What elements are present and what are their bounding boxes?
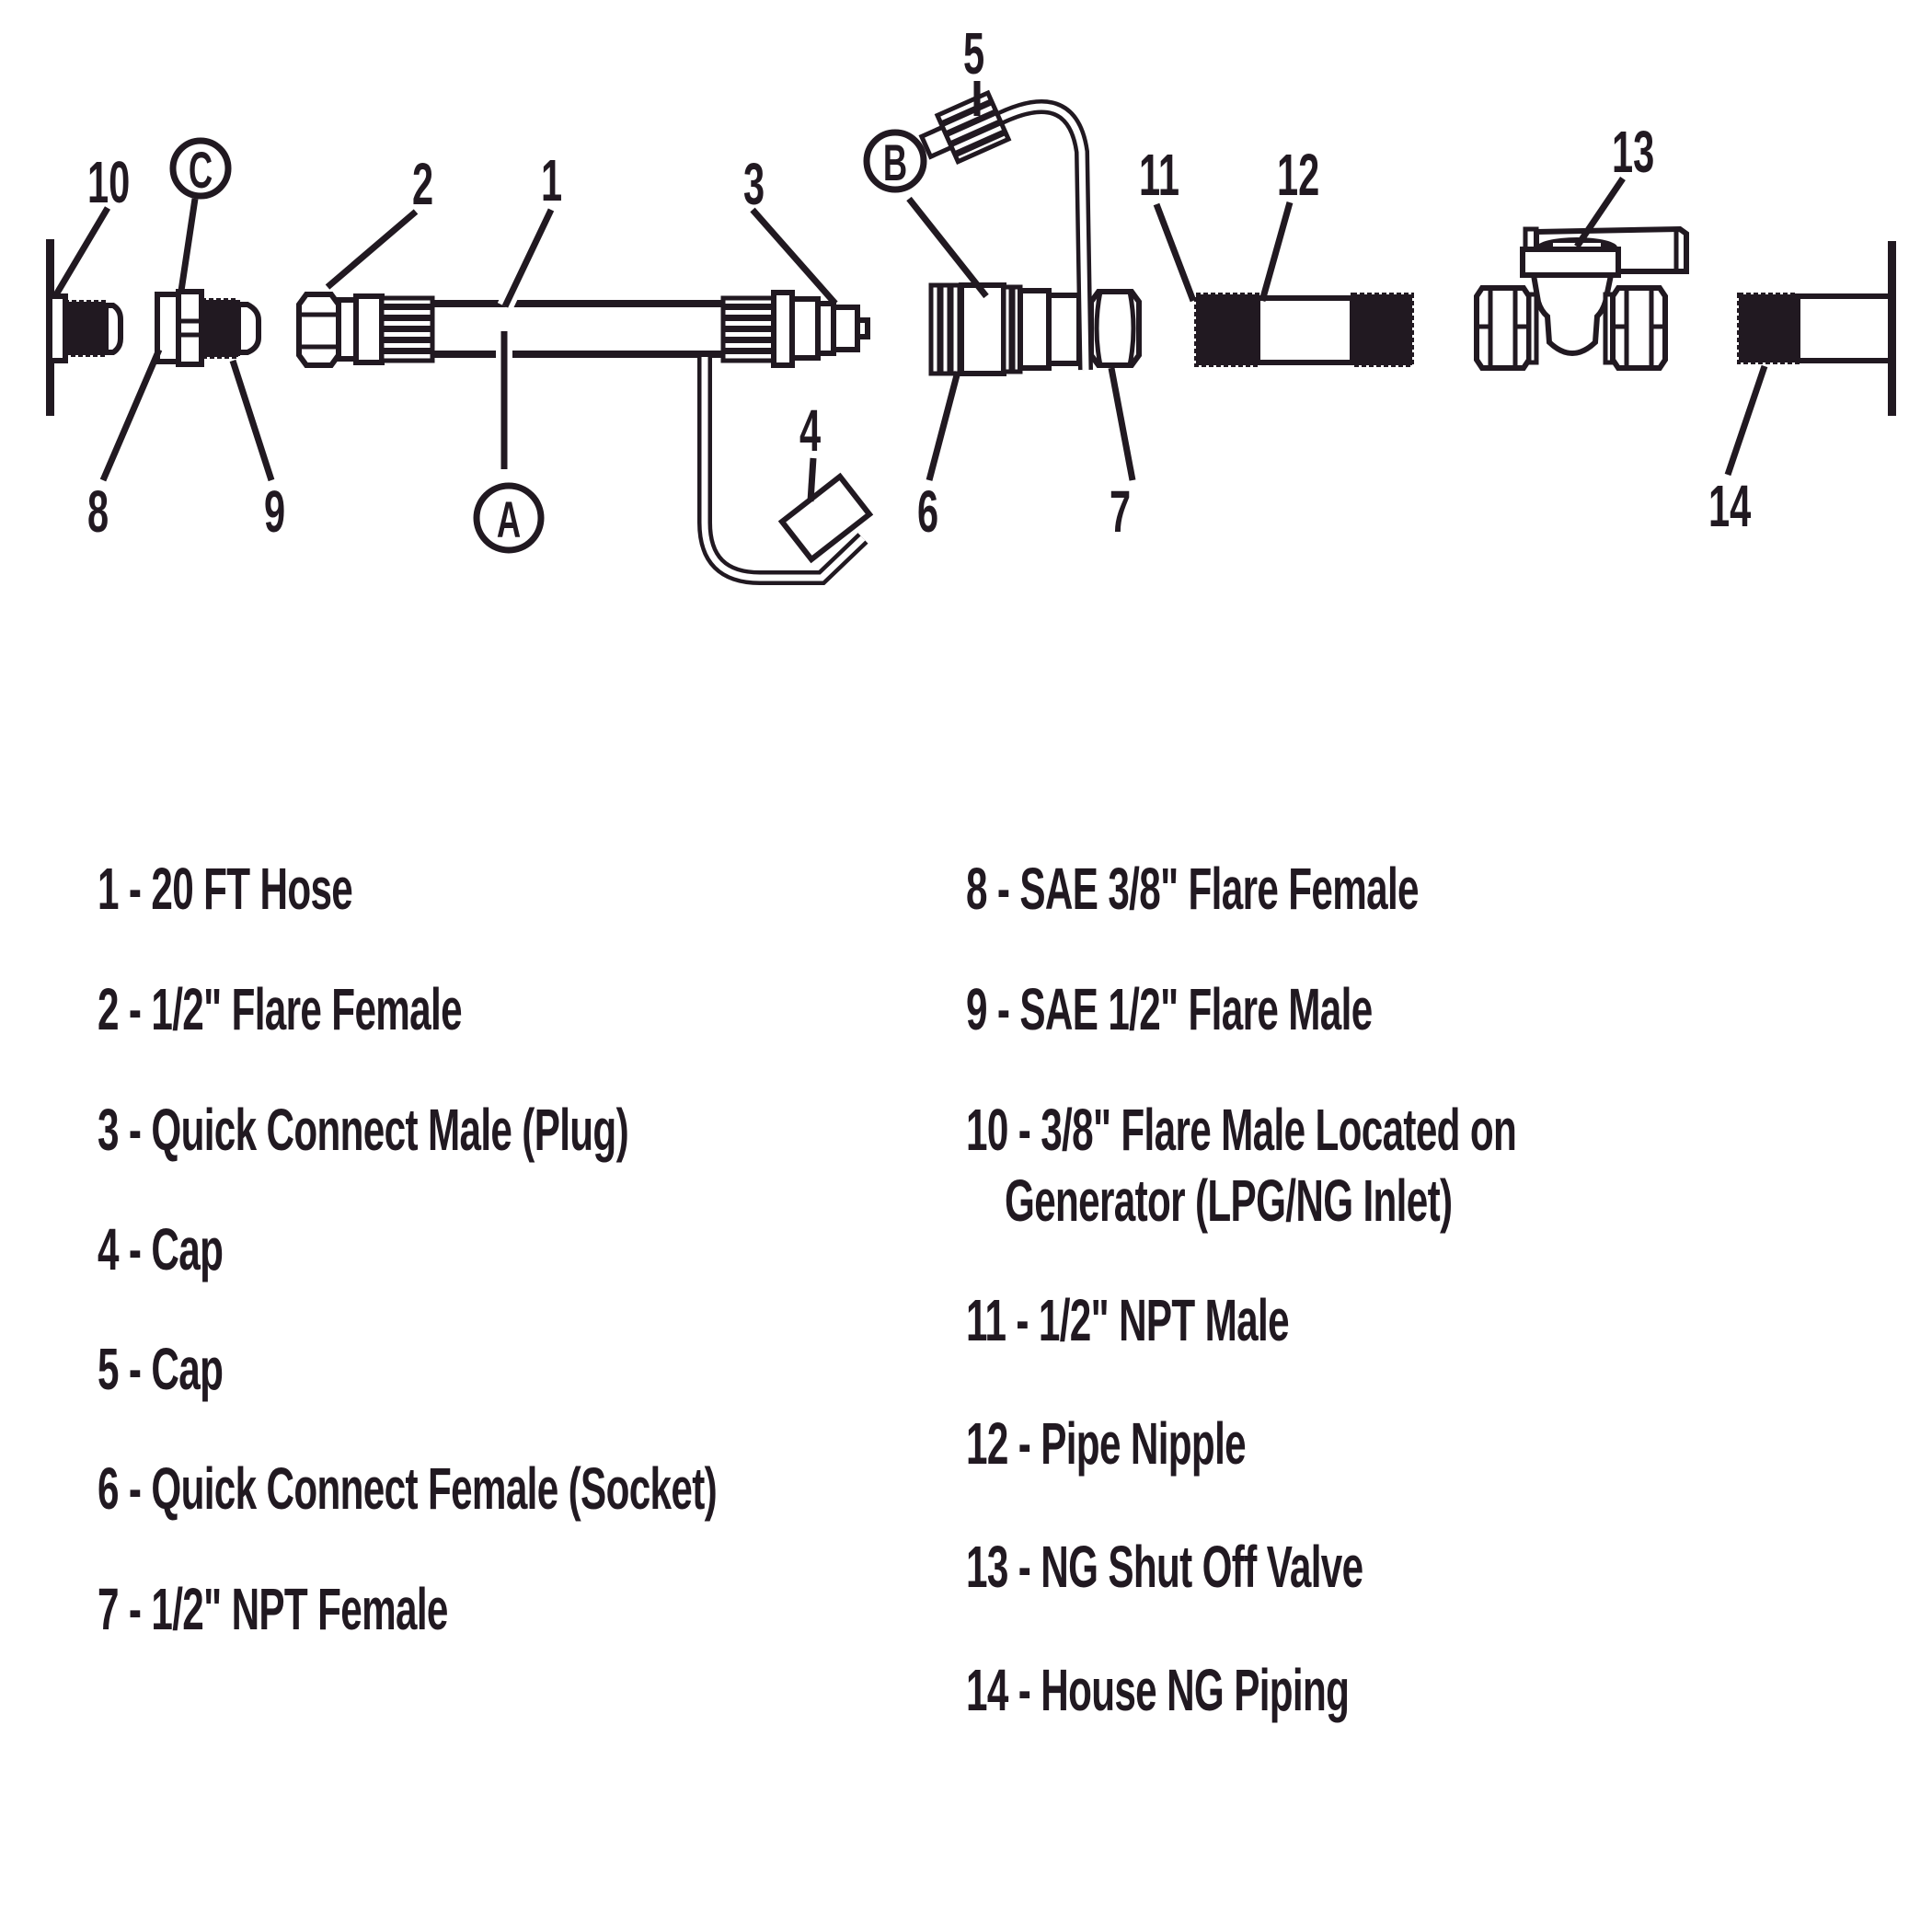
list-item-5: 5 - Cap [98, 1336, 224, 1402]
callout-9: 9 [264, 479, 285, 545]
cap-lanyard-left-drawing [697, 357, 868, 585]
npt-female-nut-drawing [1088, 289, 1142, 368]
circled-letter-a: A [473, 482, 545, 554]
letter-c: C [189, 142, 213, 200]
parts-diagram: 10 2 1 3 5 11 12 13 8 9 4 6 7 14 C B A [46, 21, 1896, 585]
quick-connect-male-drawing [771, 290, 870, 368]
ng-shut-off-valve-drawing [1474, 225, 1689, 371]
callout-5: 5 [963, 21, 984, 86]
callout-4: 4 [799, 398, 821, 464]
quick-connect-female-drawing [928, 282, 1082, 376]
list-item-2: 2 - 1/2" Flare Female [98, 976, 463, 1042]
list-item-7: 7 - 1/2" NPT Female [98, 1576, 448, 1642]
list-item-4: 4 - Cap [98, 1216, 224, 1282]
leader-line-1 [497, 206, 559, 310]
cap-lanyard-right-drawing [990, 99, 1093, 371]
callout-8: 8 [87, 479, 109, 545]
callout-11: 11 [1139, 143, 1179, 208]
cap-5-drawing [918, 89, 1012, 165]
letter-a: A [497, 491, 521, 549]
callout-6: 6 [917, 479, 938, 545]
hose-drawing [432, 300, 723, 358]
callout-10: 10 [87, 150, 130, 215]
circled-letter-c: C [169, 137, 232, 200]
callout-14: 14 [1708, 474, 1751, 539]
callout-13: 13 [1612, 120, 1654, 185]
list-item-11: 11 - 1/2" NPT Male [966, 1287, 1290, 1353]
list-item-8: 8 - SAE 3/8" Flare Female [966, 856, 1420, 922]
list-item-6: 6 - Quick Connect Female (Socket) [98, 1455, 718, 1522]
callout-3: 3 [743, 152, 765, 217]
house-ng-piping-drawing [1737, 241, 1896, 416]
list-item-1: 1 - 20 FT Hose [98, 856, 353, 922]
list-item-14: 14 - House NG Piping [966, 1657, 1350, 1723]
list-item-13: 13 - NG Shut Off Valve [966, 1534, 1363, 1600]
cap-4-drawing [777, 472, 874, 564]
list-item-9: 9 - SAE 1/2" Flare Male [966, 976, 1373, 1042]
leader-line-b [906, 196, 989, 299]
callout-2: 2 [412, 152, 433, 217]
circled-letter-b: B [863, 129, 927, 193]
list-item-10-line2: Generator (LPG/NG Inlet) [1005, 1167, 1453, 1234]
list-item-12: 12 - Pipe Nipple [966, 1410, 1247, 1477]
callout-labels: 10 2 1 3 5 11 12 13 8 9 4 6 7 14 [87, 21, 1751, 545]
leader-lines [52, 81, 1768, 502]
hose-ferrule-left-drawing [379, 295, 435, 363]
letter-b: B [883, 134, 907, 192]
flare-nut-drawing [296, 292, 385, 368]
flare-male-generator-drawing [47, 293, 123, 363]
list-item-10-line1: 10 - 3/8" Flare Male Located on [966, 1097, 1517, 1163]
hose-ferrule-right-drawing [720, 295, 776, 363]
pipe-nipple-drawing [1194, 293, 1414, 367]
list-item-3: 3 - Quick Connect Male (Plug) [98, 1097, 629, 1163]
flare-adapter-drawing [155, 289, 261, 367]
callout-1: 1 [541, 148, 562, 213]
callout-7: 7 [1110, 479, 1131, 545]
callout-12: 12 [1277, 143, 1319, 208]
